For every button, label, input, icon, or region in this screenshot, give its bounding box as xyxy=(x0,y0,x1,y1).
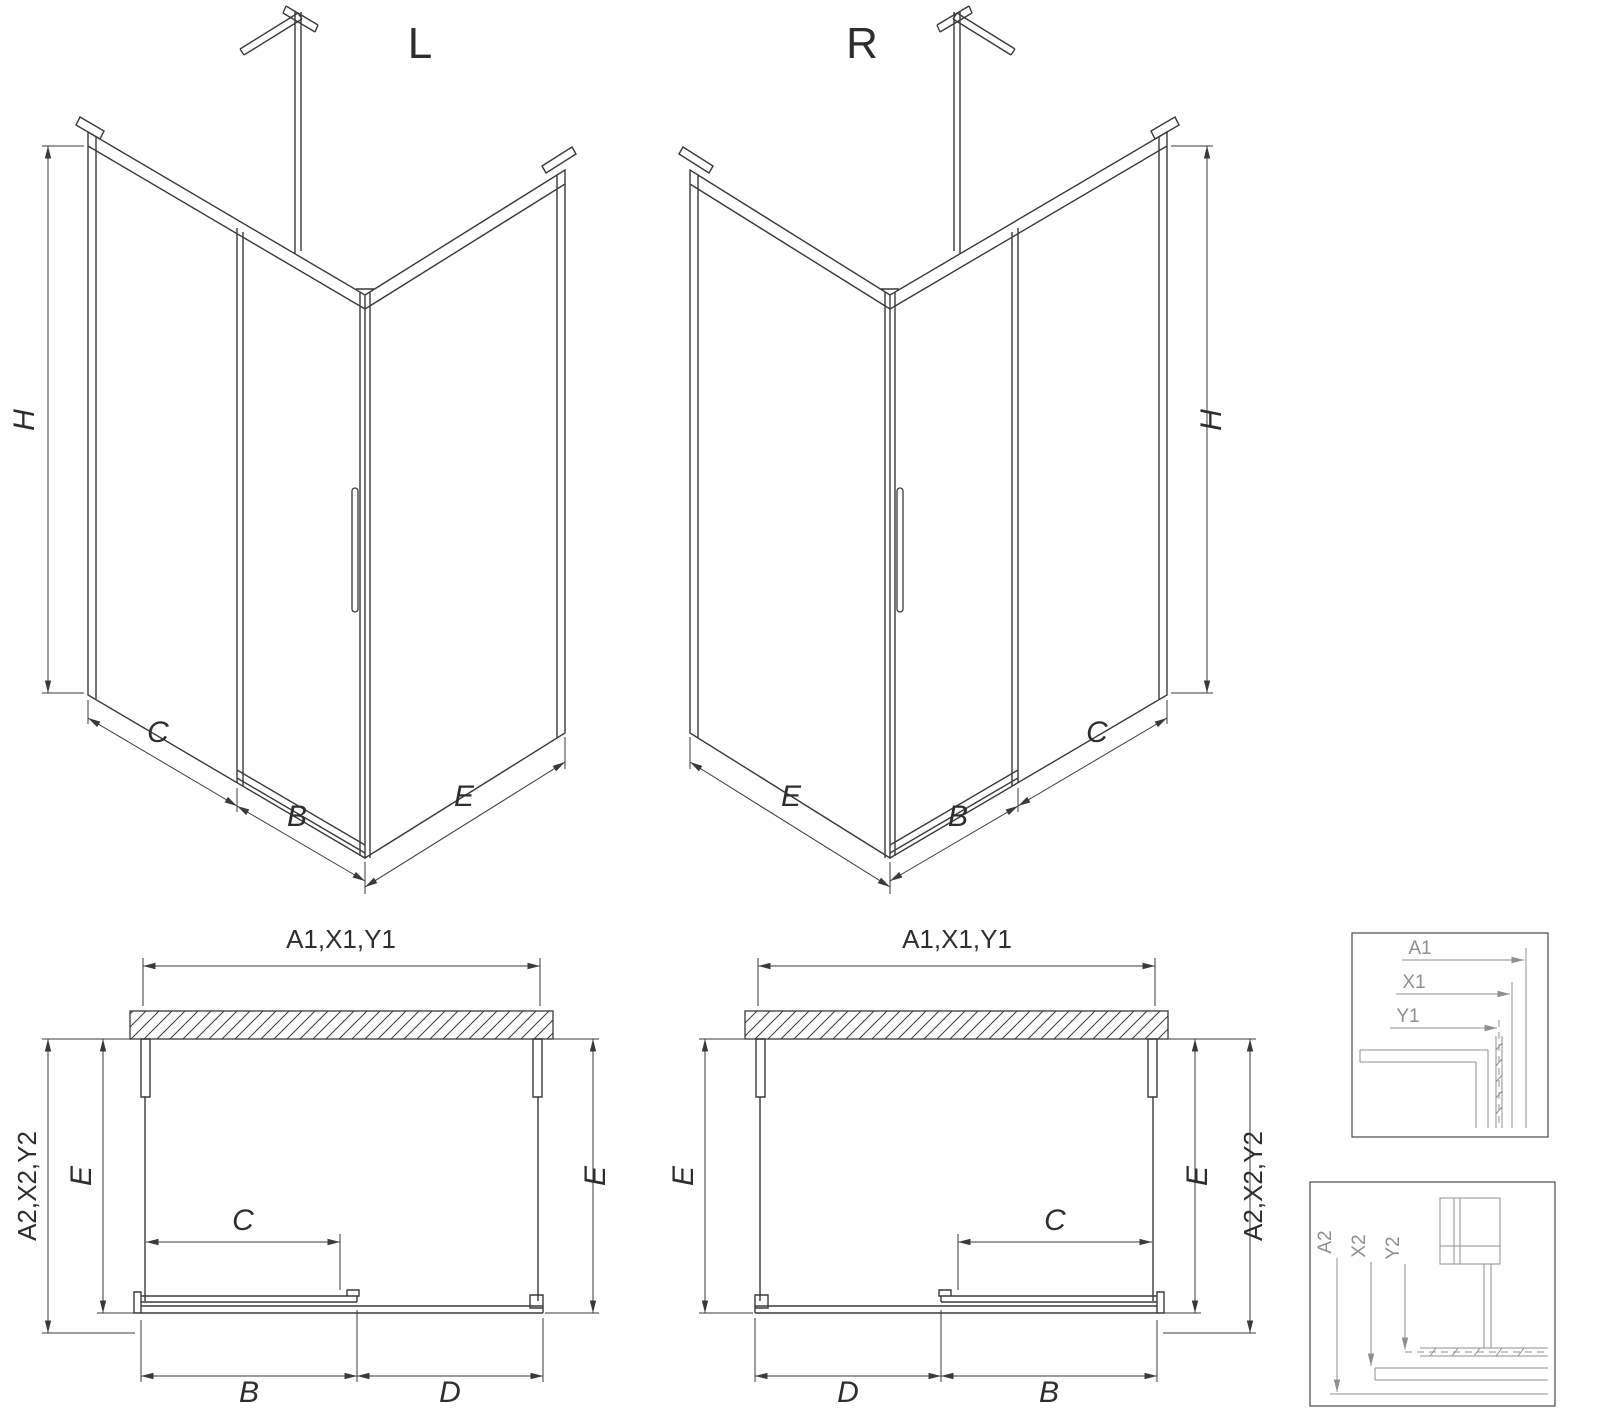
plan-left-dim-d: D xyxy=(439,1376,461,1409)
plan-left-dim-b: B xyxy=(239,1376,259,1409)
plan-left-dim-left-inner: E xyxy=(65,1165,98,1186)
door-handle xyxy=(351,487,359,613)
plan-view-right: A1,X1,Y1 E E A2,X2,Y2 C D B xyxy=(667,924,1268,1409)
dim-line-c xyxy=(87,717,238,807)
plan-right-dim-right-outer: A2,X2,Y2 xyxy=(1238,1131,1268,1241)
iso-right-geometry xyxy=(679,6,1213,894)
iso-right-dim-e: E xyxy=(781,780,802,813)
detail-bottom-dim-y2: Y2 xyxy=(1383,1236,1404,1259)
detail-reference-lines xyxy=(1511,948,1527,1128)
detail-bottom-dim-x2: X2 xyxy=(1349,1234,1370,1257)
detail-top-dim-x1: X1 xyxy=(1402,972,1425,993)
detail-profile-section xyxy=(1359,1036,1503,1128)
iso-left-dim-b: B xyxy=(287,800,307,833)
detail-profile-section xyxy=(1420,1197,1548,1357)
support-hardware xyxy=(75,5,577,254)
plan-view-left: A1,X1,Y1 A2,X2,Y2 E E C B D xyxy=(12,924,612,1409)
iso-right-dim-b: B xyxy=(948,800,968,833)
plan-left-dim-c: C xyxy=(232,1204,254,1237)
plan-right-dim-top: A1,X1,Y1 xyxy=(902,924,1012,954)
iso-left-dim-e: E xyxy=(454,780,475,813)
building-wall-hatched xyxy=(129,1010,554,1040)
iso-view-left: L H C B E xyxy=(8,5,577,894)
detail-top-dim-y1: Y1 xyxy=(1396,1006,1419,1027)
iso-right-variant-label: R xyxy=(846,19,878,68)
wall-profiles-and-glass xyxy=(140,1038,543,1301)
iso-left-dim-h: H xyxy=(8,409,41,431)
front-track-and-door xyxy=(133,1289,544,1314)
plan-right-dim-c: C xyxy=(1044,1204,1066,1237)
dim-line-e xyxy=(364,761,566,888)
iso-right-dim-c: C xyxy=(1086,716,1108,749)
plan-left-dim-right: E xyxy=(579,1165,612,1186)
detail-frame xyxy=(1351,932,1549,1138)
iso-left-dim-c: C xyxy=(147,716,169,749)
iso-right-dim-h: H xyxy=(1195,409,1228,431)
building-wall-hatched xyxy=(744,1010,1169,1040)
iso-left-variant-label: L xyxy=(408,19,432,68)
plan-extension-lines xyxy=(42,958,599,1382)
plan-right-dim-right-inner: E xyxy=(1181,1165,1214,1186)
iso-view-right: R H C B E xyxy=(679,6,1228,894)
plan-left-dim-left-outer: A2,X2,Y2 xyxy=(12,1131,42,1241)
extension-lines xyxy=(42,145,566,894)
detail-box-bottom: A2 X2 Y2 xyxy=(1309,1181,1556,1407)
plan-geometry xyxy=(42,958,599,1382)
plan-right-dim-left: E xyxy=(667,1165,700,1186)
detail-bottom-dim-a2: A2 xyxy=(1315,1230,1336,1253)
detail-top-dim-a1: A1 xyxy=(1408,938,1431,959)
plan-left-dim-top: A1,X1,Y1 xyxy=(286,924,396,954)
sliding-door xyxy=(236,228,366,854)
iso-geometry xyxy=(42,5,577,894)
detail-reference-lines xyxy=(1330,1367,1548,1395)
detail-frame xyxy=(1309,1181,1556,1407)
detail-box-top: A1 X1 Y1 xyxy=(1351,932,1549,1138)
dim-line-b xyxy=(236,805,366,882)
plan-right-dim-b: B xyxy=(1039,1376,1059,1409)
plan-right-dim-d: D xyxy=(837,1376,859,1409)
glass-panels xyxy=(87,130,566,860)
